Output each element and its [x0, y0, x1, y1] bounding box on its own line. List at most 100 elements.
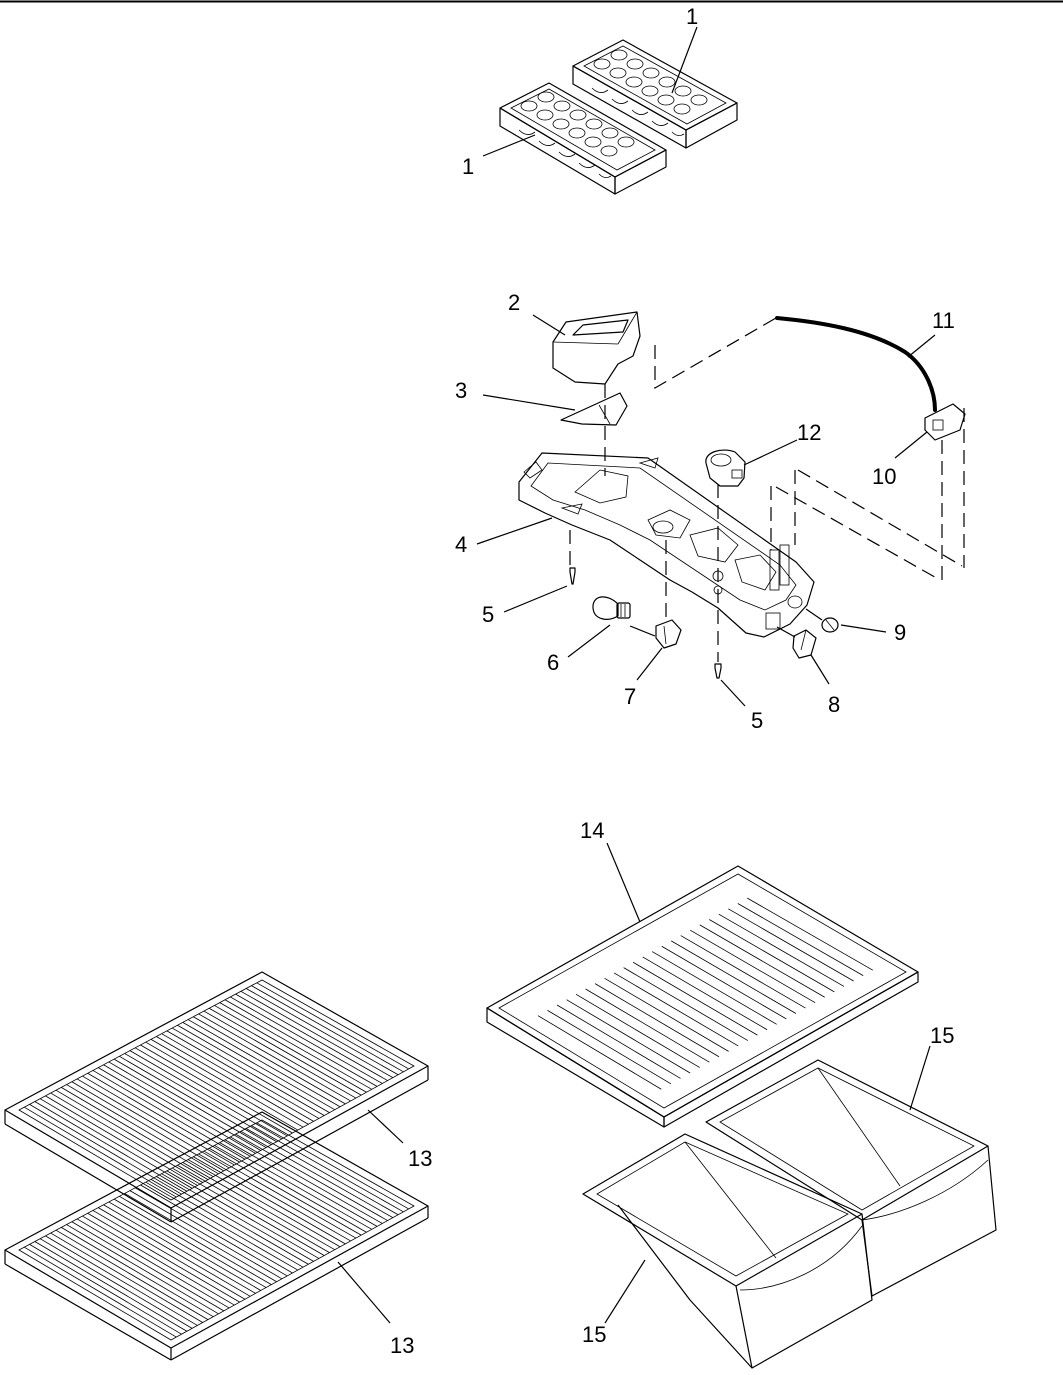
hatch-line	[251, 1125, 404, 1213]
hatch-line	[737, 903, 864, 976]
hatch-line	[39, 1238, 193, 1329]
hatch-line	[187, 1019, 341, 1108]
hatch-line	[193, 1156, 346, 1245]
hatch-line	[230, 996, 383, 1084]
hatch-line	[604, 977, 729, 1052]
hatch-line	[98, 1207, 251, 1297]
callout-lamp-socket: 7	[624, 684, 636, 709]
hatch-line	[235, 1133, 388, 1221]
hatch-line	[129, 1190, 283, 1280]
hatch-line	[66, 1224, 219, 1315]
hatch-line	[119, 1195, 272, 1285]
hatch-line	[537, 1015, 662, 1090]
hatch-line	[29, 1244, 182, 1335]
hatch-line	[219, 1002, 372, 1090]
hatch-line	[108, 1061, 262, 1151]
hatch-line	[699, 924, 825, 998]
hatch-line	[182, 1162, 335, 1251]
callout-ice-chute: 2	[508, 290, 520, 315]
ice-tray-bottom	[499, 82, 667, 195]
hatch-line	[177, 1024, 330, 1113]
callout-defrost-timer: 12	[797, 420, 821, 445]
hatch-line	[92, 1070, 246, 1160]
hatch-line	[661, 945, 787, 1020]
lamp-bulb	[592, 596, 631, 620]
hatch-line	[642, 956, 768, 1031]
callout-ice-tray-bottom: 1	[462, 154, 474, 179]
hatch-line	[613, 972, 739, 1047]
hatch-line	[150, 1039, 304, 1128]
hatch-line	[556, 1004, 681, 1079]
hatch-line	[76, 1218, 230, 1309]
hatch-line	[98, 1067, 251, 1157]
hatch-line	[224, 999, 378, 1087]
assembly-alignment-lines	[569, 317, 965, 662]
callout-switch: 8	[828, 692, 840, 717]
hatch-line	[108, 1201, 262, 1291]
hatch-line	[690, 929, 816, 1004]
hatch-line	[547, 1010, 672, 1085]
hatch-line	[103, 1204, 256, 1294]
hatch-line	[256, 1122, 409, 1210]
hatch-line	[61, 1227, 214, 1318]
callout-thermostat: 10	[872, 464, 896, 489]
lamp-socket	[655, 619, 682, 649]
callout-screw-right: 5	[751, 708, 763, 733]
hatch-line	[219, 1142, 372, 1230]
hatch-line	[156, 1176, 309, 1265]
hatch-line	[166, 1030, 320, 1119]
hatch-line	[55, 1229, 209, 1320]
defrost-timer	[705, 449, 746, 487]
hatch-line	[55, 1089, 209, 1180]
hatch-line	[124, 1053, 277, 1143]
hatch-line	[140, 1044, 293, 1134]
callout-crisper-left: 15	[582, 1322, 606, 1347]
screw-right	[714, 663, 722, 679]
hatch-line	[113, 1198, 267, 1288]
callout-shelf-upper: 13	[408, 1146, 432, 1171]
hatch-line	[50, 1092, 203, 1183]
hatch-line	[39, 1098, 193, 1189]
hatch-line	[240, 1130, 394, 1219]
hatch-line	[623, 967, 749, 1041]
hatch-line	[240, 990, 394, 1079]
control-knob	[821, 617, 839, 633]
hatch-line	[208, 1007, 362, 1096]
callout-screw-left: 5	[482, 602, 494, 627]
hatch-line	[71, 1081, 225, 1172]
hatch-line	[718, 913, 845, 987]
hatch-line	[82, 1075, 235, 1166]
hatch-line	[24, 1246, 177, 1338]
hatch-line	[198, 1013, 351, 1102]
hatch-line	[198, 1153, 351, 1242]
callout-crisper-right: 15	[930, 1023, 954, 1048]
callout-deflector: 3	[455, 378, 467, 403]
hatch-line	[230, 1136, 383, 1224]
hatch-line	[29, 1104, 182, 1195]
callout-shelf-lower: 13	[390, 1333, 414, 1358]
hatch-line	[203, 1150, 357, 1239]
hatch-line	[235, 993, 388, 1081]
hatch-line	[224, 1139, 378, 1227]
capillary-tube	[775, 316, 937, 412]
hatch-line	[208, 1147, 362, 1236]
hatch-line	[171, 1167, 325, 1256]
hatch-line	[82, 1215, 235, 1306]
screw-left	[569, 567, 576, 585]
hatch-line	[566, 999, 691, 1074]
hatch-line	[187, 1159, 341, 1248]
switch	[792, 629, 817, 659]
hatch-line	[87, 1212, 240, 1303]
hatch-line	[145, 1181, 298, 1271]
hatch-line	[135, 1187, 288, 1277]
crisper-drawer-left	[582, 1133, 873, 1369]
ice-tray-top	[572, 39, 738, 149]
hatch-line	[119, 1055, 272, 1145]
crisper-cover	[486, 865, 919, 1128]
hatch-line	[193, 1016, 346, 1105]
hatch-line	[171, 1027, 325, 1116]
hatch-line	[45, 1095, 198, 1186]
hatch-line	[103, 1064, 256, 1154]
hatch-line	[61, 1087, 214, 1178]
